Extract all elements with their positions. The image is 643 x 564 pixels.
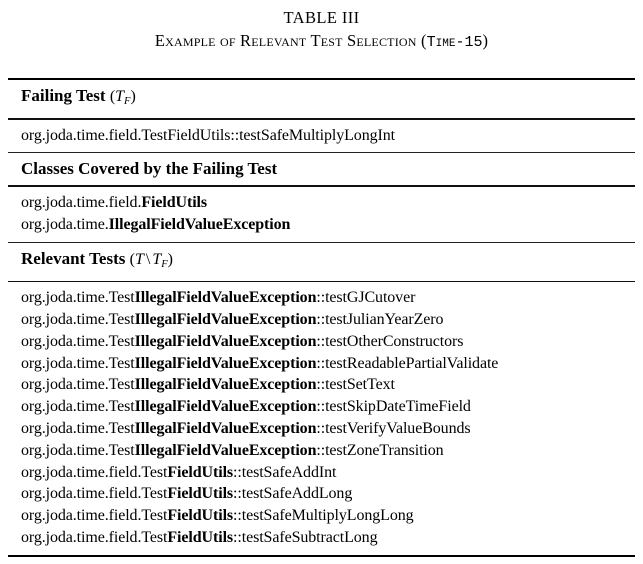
section-header-failing-test: Failing Test (TF) [8, 80, 635, 118]
row-suffix: ::testSetText [316, 376, 395, 394]
table-row: org.joda.time.field.TestFieldUtils::test… [21, 505, 635, 527]
selection-table: Failing Test (TF) org.joda.time.field.Te… [8, 78, 635, 557]
row-suffix: ::testOtherConstructors [316, 332, 464, 350]
row-bold: IllegalFieldValueException [134, 419, 317, 437]
table-caption: TABLE III Example of Relevant Test Selec… [0, 0, 643, 54]
row-prefix: org.joda.time.Test [21, 332, 135, 350]
row-prefix: org.joda.time.field.Test [21, 485, 168, 503]
row-bold: IllegalFieldValueException [134, 441, 317, 459]
table-row: org.joda.time.TestIllegalFieldValueExcep… [21, 440, 635, 462]
table-row: org.joda.time.IllegalFieldValueException [21, 214, 635, 236]
table-row: org.joda.time.TestIllegalFieldValueExcep… [21, 396, 635, 418]
row-suffix: ::testSafeMultiplyLongInt [230, 126, 395, 144]
table-row: org.joda.time.TestIllegalFieldValueExcep… [21, 331, 635, 353]
row-prefix: org.joda.time.Test [21, 441, 135, 459]
table-top-rule [8, 78, 635, 80]
row-suffix: ::testSafeAddLong [233, 485, 353, 503]
classes-covered-rows: org.joda.time.field.FieldUtils org.joda.… [8, 187, 635, 242]
math-set-minus: \ [145, 250, 151, 268]
table-title: Example of Relevant Test Selection (Time… [0, 29, 643, 54]
table-row: org.joda.time.field.TestFieldUtils::test… [21, 462, 635, 484]
relevant-tests-rows: org.joda.time.TestIllegalFieldValueExcep… [8, 282, 635, 555]
rule-above-relevant-header [8, 241, 635, 243]
row-prefix: org.joda.time.Test [21, 419, 135, 437]
failing-test-rows: org.joda.time.field.TestFieldUtils::test… [8, 120, 635, 153]
row-prefix: org.joda.time.Test [21, 376, 135, 394]
row-suffix: ::testSafeMultiplyLongLong [233, 507, 414, 525]
section-header-classes-covered: Classes Covered by the Failing Test [8, 153, 635, 185]
row-bold: FieldUtils [167, 528, 234, 546]
row-bold: IllegalFieldValueException [134, 354, 317, 372]
math-var-t2: T [152, 250, 162, 268]
row-suffix: ::testZoneTransition [316, 441, 444, 459]
math-sub-f: F [124, 96, 131, 107]
table-title-suffix: ) [482, 31, 489, 50]
table-row: org.joda.time.field.TestFieldUtils::test… [21, 125, 635, 147]
row-bold: IllegalFieldValueException [134, 376, 317, 394]
row-bold: IllegalFieldValueException [134, 398, 317, 416]
row-bold: IllegalFieldValueException [134, 310, 317, 328]
section-header-failing-test-label: Failing Test [21, 86, 110, 105]
row-bold: FieldUtils [167, 485, 234, 503]
math-paren-open: ( [129, 250, 135, 268]
table-row: org.joda.time.TestIllegalFieldValueExcep… [21, 353, 635, 375]
math-paren-close: ) [167, 250, 173, 268]
row-prefix: org.joda.time.field.Test [21, 507, 168, 525]
math-var-t: T [115, 88, 125, 105]
rule-below-relevant-header [8, 280, 635, 283]
table-row: org.joda.time.TestIllegalFieldValueExcep… [21, 418, 635, 440]
row-bold: FieldUtils [167, 463, 234, 481]
row-suffix: ::testVerifyValueBounds [316, 419, 471, 437]
table-bottom-rule [8, 554, 635, 557]
row-prefix: org.joda.time.field.Test [21, 528, 168, 546]
math-var-t1: T [134, 250, 144, 268]
section-header-classes-covered-label: Classes Covered by the Failing Test [21, 159, 278, 179]
row-suffix: ::testSkipDateTimeField [316, 398, 471, 416]
math-paren-close: ) [130, 88, 136, 105]
rule-above-classes-header [8, 152, 635, 154]
table-title-prefix: Example of Relevant Test Selection ( [154, 31, 427, 50]
row-suffix: ::testReadablePartialValidate [316, 354, 499, 372]
table-row: org.joda.time.TestIllegalFieldValueExcep… [21, 309, 635, 331]
table-row: org.joda.time.field.TestFieldUtils::test… [21, 483, 635, 505]
row-bold: IllegalFieldValueException [108, 215, 291, 233]
math-paren-open: ( [109, 88, 116, 105]
row-bold: FieldUtils [141, 193, 208, 211]
table-row: org.joda.time.field.FieldUtils [21, 192, 635, 214]
math-sub-f: F [161, 258, 168, 270]
row-prefix: org.joda.time.field.TestFieldUtils [21, 126, 231, 144]
row-prefix: org.joda.time.field.Test [21, 463, 168, 481]
table-number: TABLE III [283, 8, 360, 27]
table-row: org.joda.time.TestIllegalFieldValueExcep… [21, 374, 635, 396]
row-bold: IllegalFieldValueException [134, 289, 317, 307]
table-row: org.joda.time.field.TestFieldUtils::test… [21, 527, 635, 549]
row-bold: IllegalFieldValueException [134, 332, 317, 350]
row-prefix: org.joda.time.Test [21, 310, 135, 328]
table-title-subject: Time-15 [426, 34, 483, 51]
row-prefix: org.joda.time.field. [21, 193, 142, 211]
rule-below-classes-header [8, 185, 635, 187]
row-suffix: ::testGJCutover [316, 289, 416, 307]
row-suffix: ::testSafeAddInt [233, 463, 337, 481]
row-prefix: org.joda.time.Test [21, 289, 135, 307]
relevant-tests-math: (T\TF) [129, 250, 173, 270]
table-row: org.joda.time.TestIllegalFieldValueExcep… [21, 287, 635, 309]
row-prefix: org.joda.time. [21, 215, 109, 233]
rule-below-failing-test-header [8, 118, 635, 120]
row-suffix: ::testJulianYearZero [316, 310, 444, 328]
section-header-relevant-tests-label: Relevant Tests [21, 248, 130, 268]
section-header-relevant-tests: Relevant Tests (T\TF) [8, 243, 635, 281]
row-suffix: ::testSafeSubtractLong [233, 528, 378, 546]
row-prefix: org.joda.time.Test [21, 398, 135, 416]
failing-test-math: (TF) [109, 88, 136, 107]
row-bold: FieldUtils [167, 507, 234, 525]
row-prefix: org.joda.time.Test [21, 354, 135, 372]
